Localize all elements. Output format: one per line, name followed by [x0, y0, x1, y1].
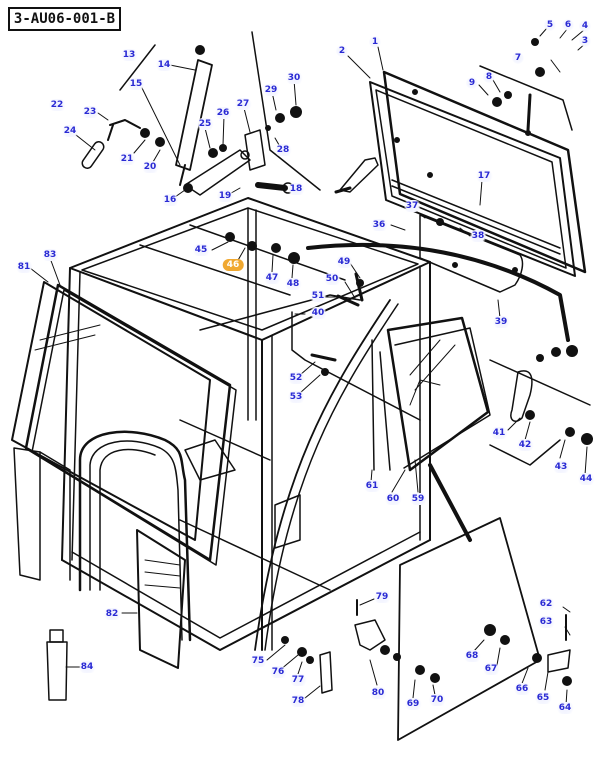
bracket-13: [119, 44, 156, 91]
callout-part-6[interactable]: 6: [561, 19, 575, 31]
callout-part-23[interactable]: 23: [80, 106, 100, 118]
callout-part-67[interactable]: 67: [481, 663, 501, 675]
handle-assembly: [81, 119, 165, 169]
gas-strut: [175, 45, 213, 186]
cab-frame: [61, 197, 431, 651]
callout-part-77[interactable]: 77: [288, 674, 308, 686]
callout-part-22[interactable]: 22: [47, 99, 67, 111]
callout-part-68[interactable]: 68: [462, 650, 482, 662]
callout-part-25[interactable]: 25: [195, 118, 215, 130]
callout-part-66[interactable]: 66: [512, 683, 532, 695]
callout-part-83[interactable]: 83: [40, 249, 60, 261]
callout-part-50[interactable]: 50: [322, 273, 342, 285]
callout-part-43[interactable]: 43: [551, 461, 571, 473]
callout-part-42[interactable]: 42: [515, 439, 535, 451]
callout-part-26[interactable]: 26: [213, 107, 233, 119]
callout-part-30[interactable]: 30: [284, 72, 304, 84]
callout-part-45[interactable]: 45: [191, 244, 211, 256]
callout-part-24[interactable]: 24: [60, 125, 80, 137]
left-window-panes: [11, 281, 237, 581]
callout-part-46-highlighted[interactable]: 46: [222, 259, 244, 271]
plate-27: [244, 31, 321, 191]
callout-part-4[interactable]: 4: [578, 20, 592, 32]
callout-part-37[interactable]: 37: [402, 200, 422, 212]
callout-part-7[interactable]: 7: [511, 52, 525, 64]
callout-part-1[interactable]: 1: [368, 36, 382, 48]
callout-part-13[interactable]: 13: [119, 49, 139, 61]
rod-40: [291, 311, 421, 421]
callout-part-78[interactable]: 78: [288, 695, 308, 707]
callout-part-65[interactable]: 65: [533, 692, 553, 704]
callout-part-53[interactable]: 53: [286, 391, 306, 403]
callout-part-63[interactable]: 63: [536, 616, 556, 628]
callout-part-39[interactable]: 39: [491, 316, 511, 328]
diagram-reference-code: 3-AU06-001-B: [8, 7, 121, 31]
strip-52: [310, 353, 337, 362]
callout-part-3[interactable]: 3: [578, 35, 592, 47]
callout-part-62[interactable]: 62: [536, 598, 556, 610]
callout-part-17[interactable]: 17: [474, 170, 494, 182]
callout-part-28[interactable]: 28: [273, 144, 293, 156]
bolt-49: [354, 272, 364, 302]
callout-part-18[interactable]: 18: [286, 183, 306, 195]
callout-part-82[interactable]: 82: [102, 608, 122, 620]
callout-part-48[interactable]: 48: [283, 278, 303, 290]
hinge-pin: [526, 93, 532, 132]
hinge-bracket-left: [334, 157, 379, 194]
callout-part-70[interactable]: 70: [427, 694, 447, 706]
hinge-80: [319, 599, 386, 694]
door-glass: [136, 529, 186, 669]
latch-arm-41: [489, 359, 591, 466]
callout-part-27[interactable]: 27: [233, 98, 253, 110]
linkage: [183, 149, 294, 196]
callout-part-8[interactable]: 8: [482, 71, 496, 83]
callout-part-80[interactable]: 80: [368, 687, 388, 699]
fasteners: [208, 38, 593, 686]
callout-part-44[interactable]: 44: [576, 473, 596, 485]
callout-part-69[interactable]: 69: [403, 698, 423, 710]
callout-part-60[interactable]: 60: [383, 493, 403, 505]
callout-part-52[interactable]: 52: [286, 372, 306, 384]
upper-rail: [479, 65, 573, 131]
callout-part-84[interactable]: 84: [77, 661, 97, 673]
callout-part-16[interactable]: 16: [160, 194, 180, 206]
callout-part-51[interactable]: 51: [308, 290, 328, 302]
callout-part-49[interactable]: 49: [334, 256, 354, 268]
callout-part-9[interactable]: 9: [465, 77, 479, 89]
callout-part-79[interactable]: 79: [372, 591, 392, 603]
callout-part-19[interactable]: 19: [215, 190, 235, 202]
callout-part-41[interactable]: 41: [489, 427, 509, 439]
wiper-blade: [428, 463, 472, 542]
sealant-tube: [46, 629, 68, 701]
callout-part-21[interactable]: 21: [117, 153, 137, 165]
callout-part-5[interactable]: 5: [543, 19, 557, 31]
callout-part-61[interactable]: 61: [362, 480, 382, 492]
callout-part-29[interactable]: 29: [261, 84, 281, 96]
callout-part-47[interactable]: 47: [262, 272, 282, 284]
callout-part-20[interactable]: 20: [140, 161, 160, 173]
callout-part-36[interactable]: 36: [369, 219, 389, 231]
rear-window: [369, 70, 587, 277]
callout-part-75[interactable]: 75: [248, 655, 268, 667]
callout-part-14[interactable]: 14: [154, 59, 174, 71]
door-frame: [78, 430, 192, 642]
callout-part-2[interactable]: 2: [335, 45, 349, 57]
side-window: [371, 316, 491, 472]
callout-part-15[interactable]: 15: [126, 78, 146, 90]
callout-part-81[interactable]: 81: [14, 261, 34, 273]
callout-part-40[interactable]: 40: [308, 307, 328, 319]
wiper-arm: [306, 242, 570, 342]
callout-part-59[interactable]: 59: [408, 493, 428, 505]
strip-51: [336, 294, 360, 307]
callout-part-38[interactable]: 38: [468, 230, 488, 242]
latch-65: [547, 614, 571, 673]
callout-part-64[interactable]: 64: [555, 702, 575, 714]
callout-part-76[interactable]: 76: [268, 666, 288, 678]
